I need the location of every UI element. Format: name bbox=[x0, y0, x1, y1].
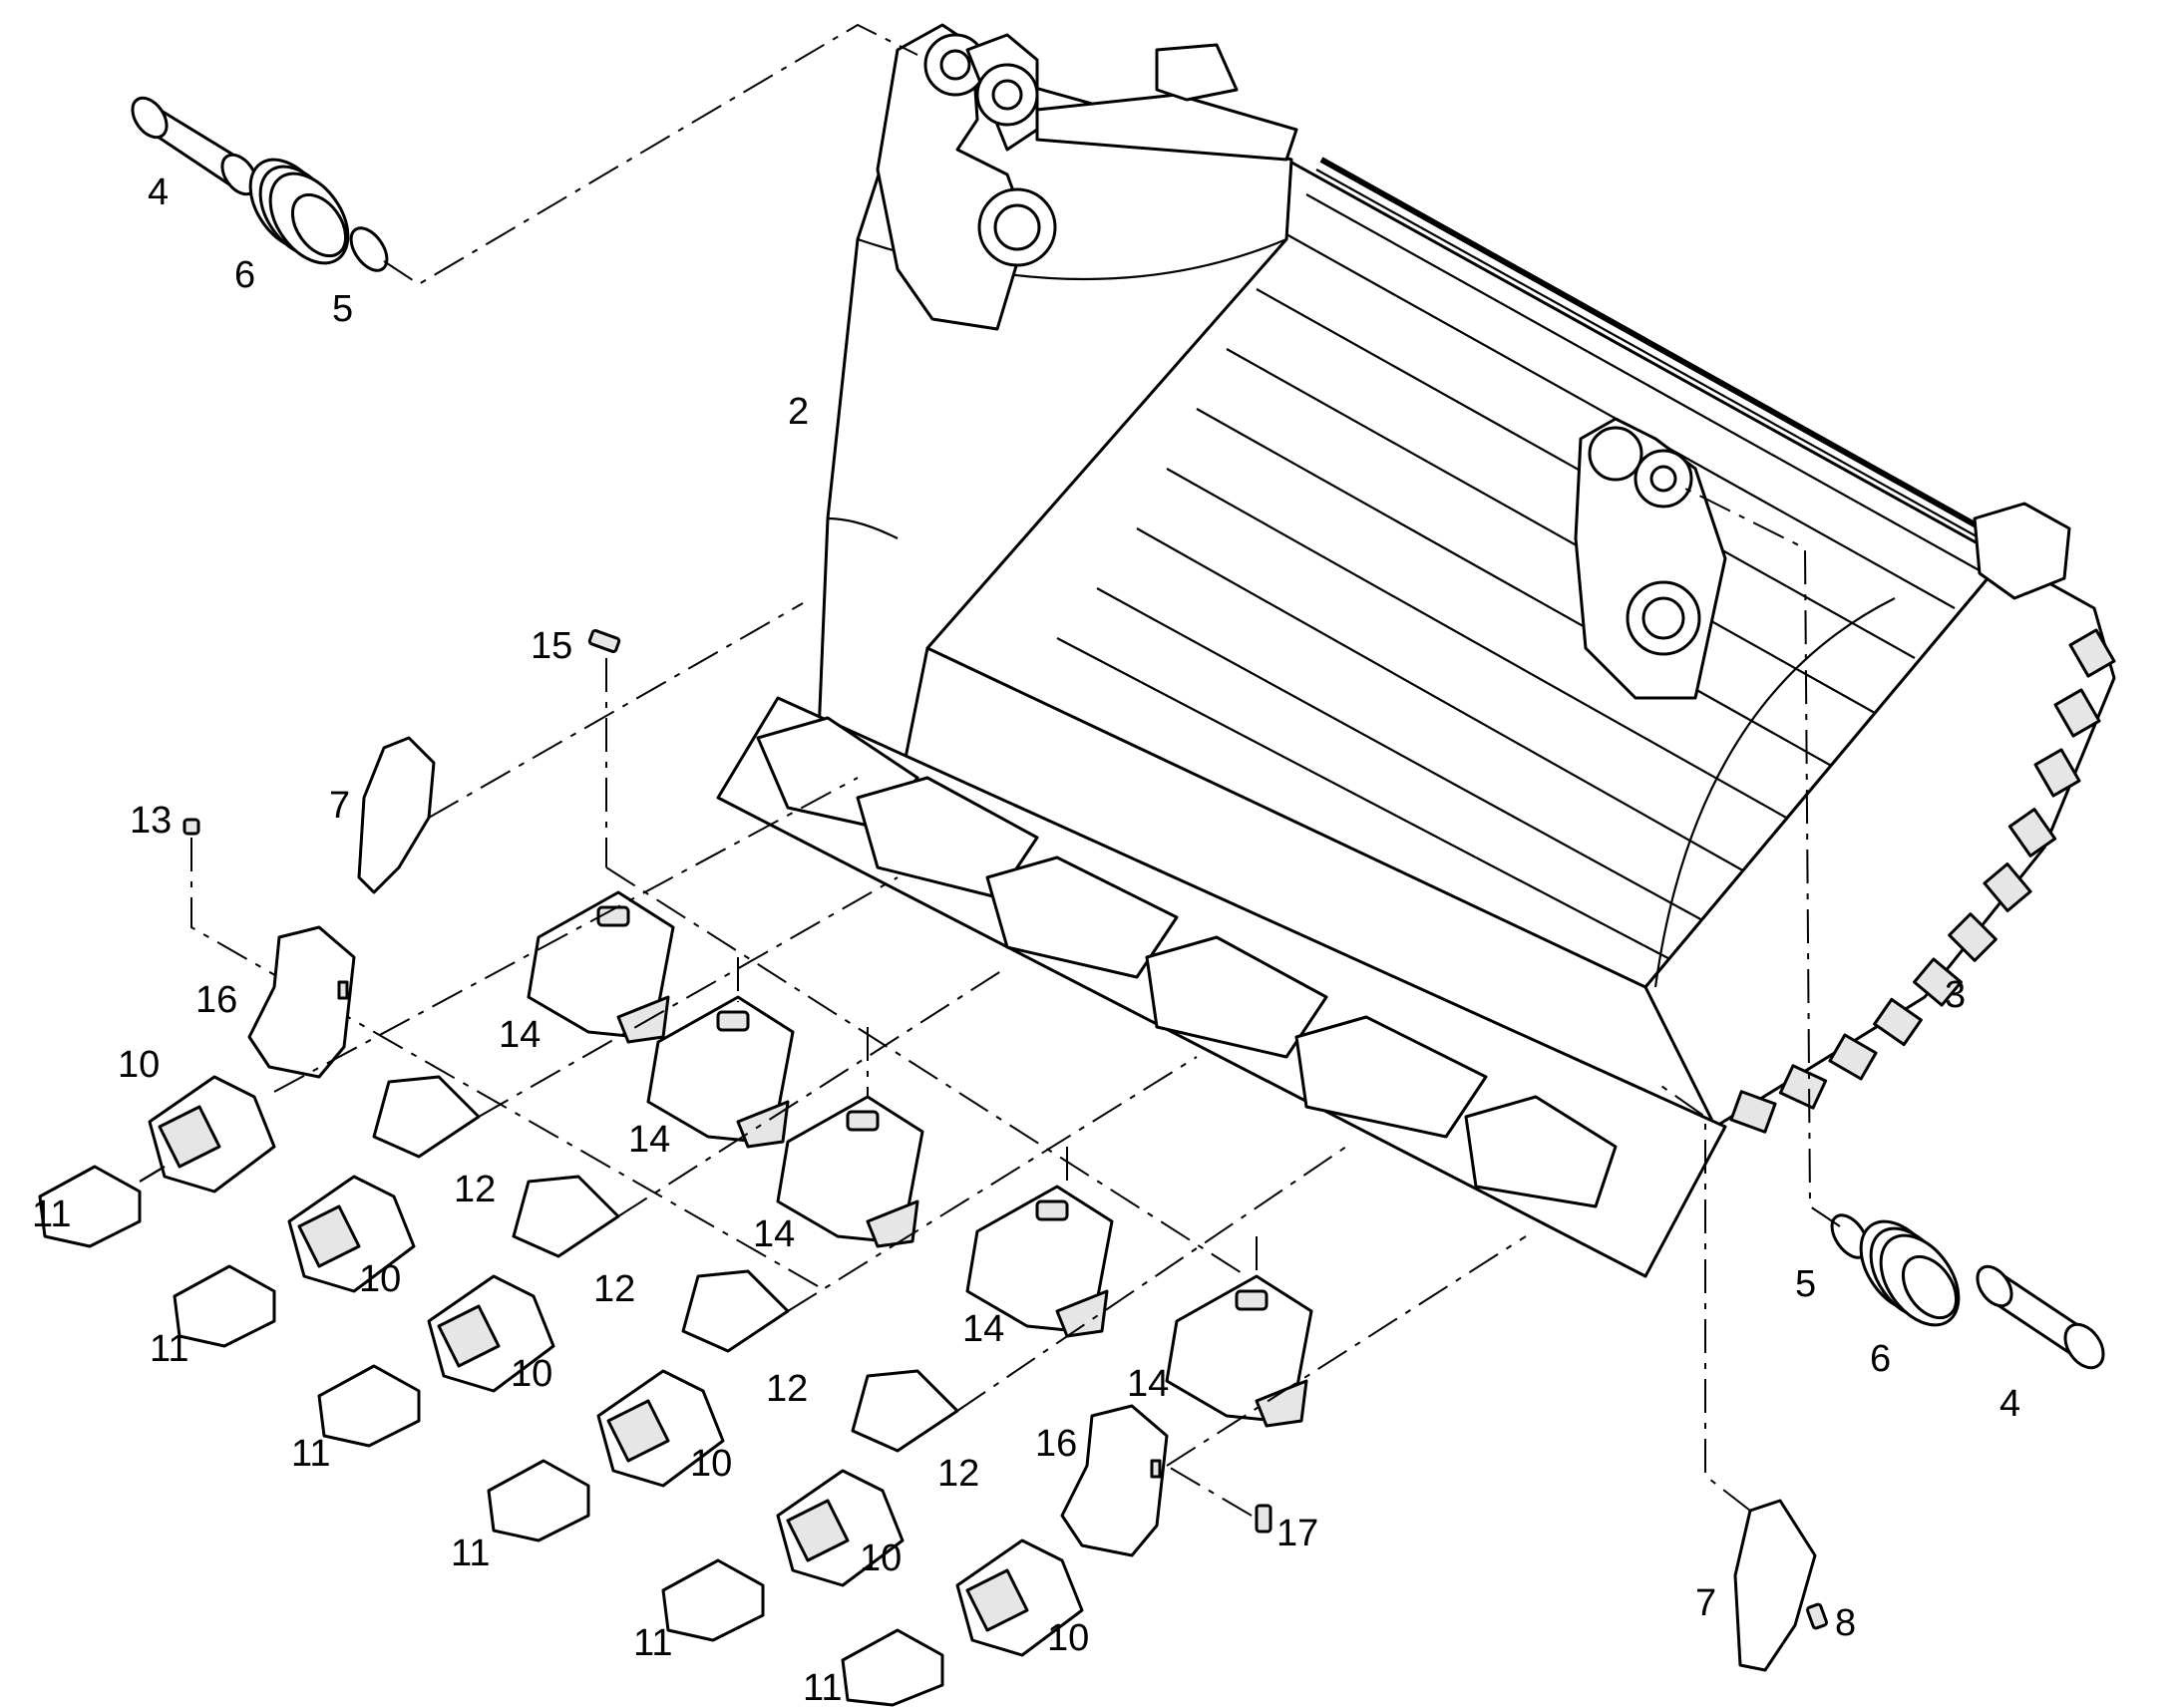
callout-3: 3 bbox=[1945, 974, 1966, 1016]
lip-shroud bbox=[776, 1095, 924, 1248]
callout-16-right: 16 bbox=[1035, 1423, 1077, 1465]
tooth-row-5 bbox=[661, 1369, 959, 1642]
callout-8: 8 bbox=[1835, 1602, 1856, 1644]
bucket-body bbox=[716, 23, 2116, 1278]
lip-shroud bbox=[646, 995, 795, 1149]
callout-14-b: 14 bbox=[628, 1119, 670, 1161]
lip-shroud bbox=[1165, 1274, 1313, 1428]
callout-11-f: 11 bbox=[803, 1667, 842, 1708]
lip-shroud bbox=[965, 1185, 1114, 1338]
callout-5-right: 5 bbox=[1795, 1263, 1816, 1305]
callout-11-d: 11 bbox=[451, 1533, 490, 1574]
callout-10-d: 10 bbox=[690, 1443, 732, 1485]
right-hinge-lugs bbox=[1574, 417, 1727, 700]
callout-5-left: 5 bbox=[332, 288, 353, 330]
callout-14-d: 14 bbox=[962, 1308, 1004, 1350]
shroud-pin bbox=[1806, 1602, 1828, 1630]
side-cutter-teeth bbox=[1729, 628, 2116, 1134]
tooth-row-3 bbox=[317, 1175, 620, 1448]
bushing bbox=[1859, 1219, 1961, 1327]
bucket-liner-strips bbox=[1056, 157, 2001, 968]
wing-shroud-right bbox=[1060, 1404, 1169, 1557]
left-pin-set bbox=[131, 23, 918, 286]
callout-15: 15 bbox=[531, 625, 572, 667]
callout-11-b: 11 bbox=[150, 1328, 188, 1370]
callout-12-a: 12 bbox=[454, 1169, 496, 1210]
bushing bbox=[248, 158, 350, 265]
retainer-15 bbox=[587, 628, 621, 867]
callout-6-left: 6 bbox=[234, 254, 255, 296]
left-hinge-lugs bbox=[876, 23, 1057, 331]
callout-7-right: 7 bbox=[1695, 1582, 1716, 1624]
assembly-leaders bbox=[273, 777, 1527, 1467]
retainer-17 bbox=[1166, 1465, 1272, 1534]
callout-4-right: 4 bbox=[1999, 1383, 2020, 1425]
callout-14-e: 14 bbox=[1127, 1363, 1169, 1405]
callout-10-b: 10 bbox=[359, 1258, 401, 1300]
callout-12-d: 12 bbox=[937, 1453, 979, 1495]
edge-adapters bbox=[756, 716, 1618, 1208]
wing-shroud-left bbox=[247, 925, 356, 1079]
right-pin-set bbox=[1684, 488, 2105, 1370]
tooth-row-2 bbox=[173, 1075, 481, 1348]
pin bbox=[1976, 1264, 2105, 1370]
snap-ring bbox=[349, 226, 389, 272]
pin bbox=[131, 96, 258, 196]
callout-12-c: 12 bbox=[766, 1368, 808, 1410]
callout-10-c: 10 bbox=[511, 1353, 552, 1395]
tooth-row-4 bbox=[487, 1269, 790, 1542]
callout-4-left: 4 bbox=[148, 171, 169, 213]
lip-shroud bbox=[527, 890, 675, 1044]
callout-10-f: 10 bbox=[1047, 1617, 1089, 1659]
callout-11-e: 11 bbox=[633, 1622, 672, 1664]
callout-labels: 2 3 4 6 5 5 6 4 7 7 8 13 15 16 16 17 10 … bbox=[32, 171, 2020, 1708]
callout-17: 17 bbox=[1276, 1513, 1318, 1554]
callout-16-left: 16 bbox=[195, 979, 237, 1021]
side-shroud-left bbox=[357, 602, 804, 894]
callout-10-a: 10 bbox=[118, 1044, 160, 1086]
side-shroud-right bbox=[1654, 1081, 1817, 1672]
lip-shrouds bbox=[527, 890, 1313, 1428]
callout-13: 13 bbox=[130, 800, 172, 842]
callout-2: 2 bbox=[788, 391, 809, 433]
callout-10-e: 10 bbox=[860, 1537, 902, 1579]
callout-11-a: 11 bbox=[32, 1194, 71, 1235]
callout-14-a: 14 bbox=[499, 1014, 541, 1056]
callout-12-b: 12 bbox=[593, 1268, 635, 1310]
rim-wear-blocks bbox=[1155, 43, 2071, 600]
tooth-row-6 bbox=[841, 1538, 1084, 1707]
callout-14-c: 14 bbox=[753, 1213, 795, 1255]
callout-11-c: 11 bbox=[291, 1433, 330, 1475]
callout-7-left: 7 bbox=[329, 785, 350, 827]
tooth-row-1 bbox=[38, 1075, 276, 1248]
retainer-13 bbox=[182, 818, 819, 1287]
callout-6-right: 6 bbox=[1870, 1338, 1891, 1380]
